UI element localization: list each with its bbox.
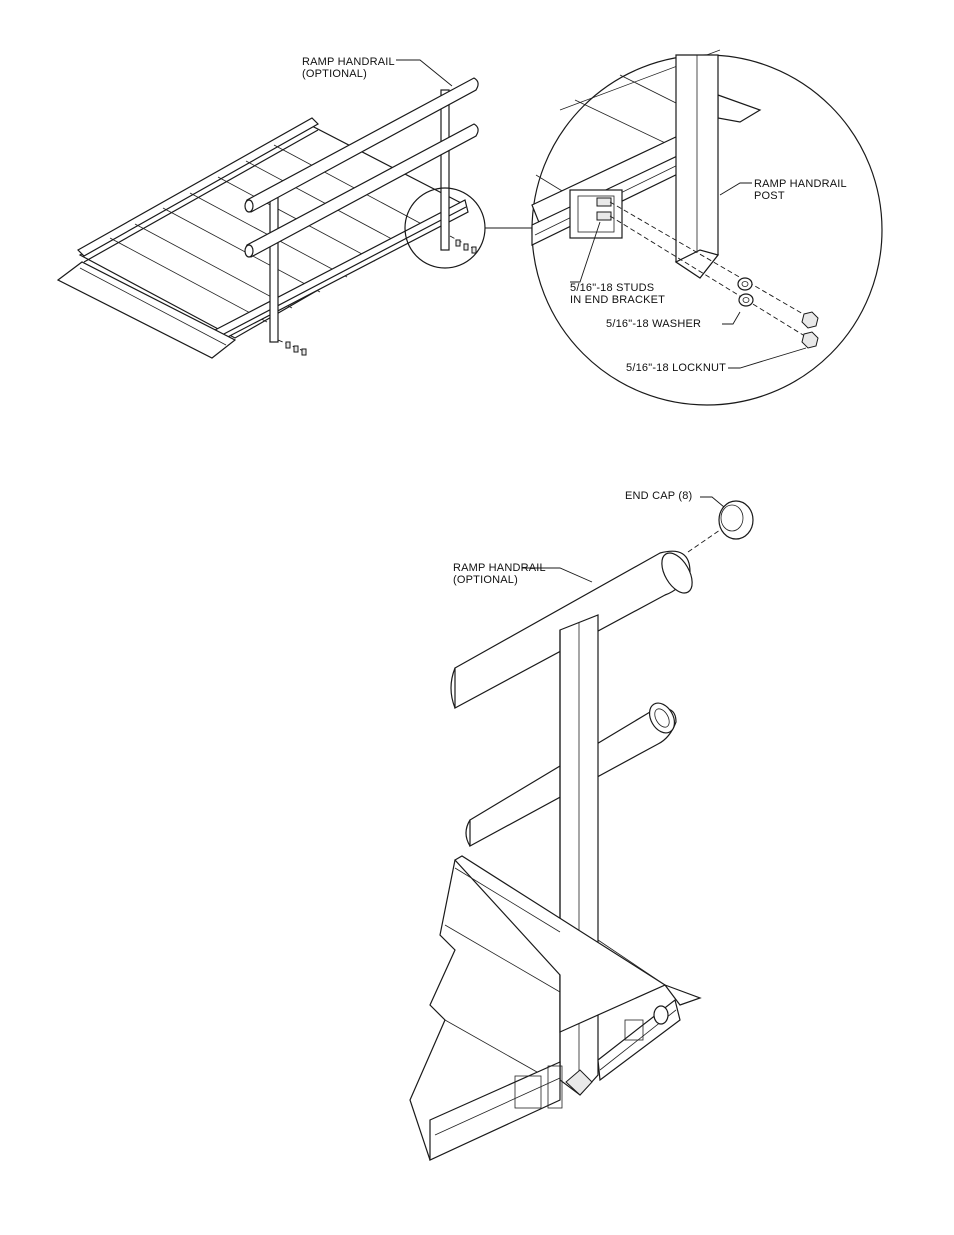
- ramp-overview: [58, 78, 536, 358]
- end-cap-callout: END CAP (8): [625, 490, 692, 502]
- handrail-post-callout-line1: RAMP HANDRAIL: [754, 178, 847, 190]
- washer-callout-label: 5/16"-18 WASHER: [606, 318, 701, 330]
- handrail-end-detail: [410, 497, 753, 1160]
- handrail-callout-bottom: RAMP HANDRAIL (OPTIONAL): [453, 562, 546, 586]
- locknut-callout: 5/16"-18 LOCKNUT: [626, 362, 726, 374]
- studs-callout: 5/16"-18 STUDS IN END BRACKET: [570, 282, 665, 306]
- post-detail-view: [532, 50, 882, 405]
- handrail-callout-bottom-line1: RAMP HANDRAIL: [453, 562, 546, 574]
- end-cap-callout-label: END CAP (8): [625, 490, 692, 502]
- studs-callout-line2: IN END BRACKET: [570, 294, 665, 306]
- washer-callout: 5/16"-18 WASHER: [606, 318, 701, 330]
- handrail-post-callout-line2: POST: [754, 190, 847, 202]
- locknut-callout-label: 5/16"-18 LOCKNUT: [626, 362, 726, 374]
- handrail-callout-bottom-line2: (OPTIONAL): [453, 574, 546, 586]
- studs-callout-line1: 5/16"-18 STUDS: [570, 282, 665, 294]
- handrail-callout-top-line1: RAMP HANDRAIL: [302, 56, 395, 68]
- handrail-callout-top-line2: (OPTIONAL): [302, 68, 395, 80]
- handrail-callout-top: RAMP HANDRAIL (OPTIONAL): [302, 56, 395, 80]
- handrail-post-callout: RAMP HANDRAIL POST: [754, 178, 847, 202]
